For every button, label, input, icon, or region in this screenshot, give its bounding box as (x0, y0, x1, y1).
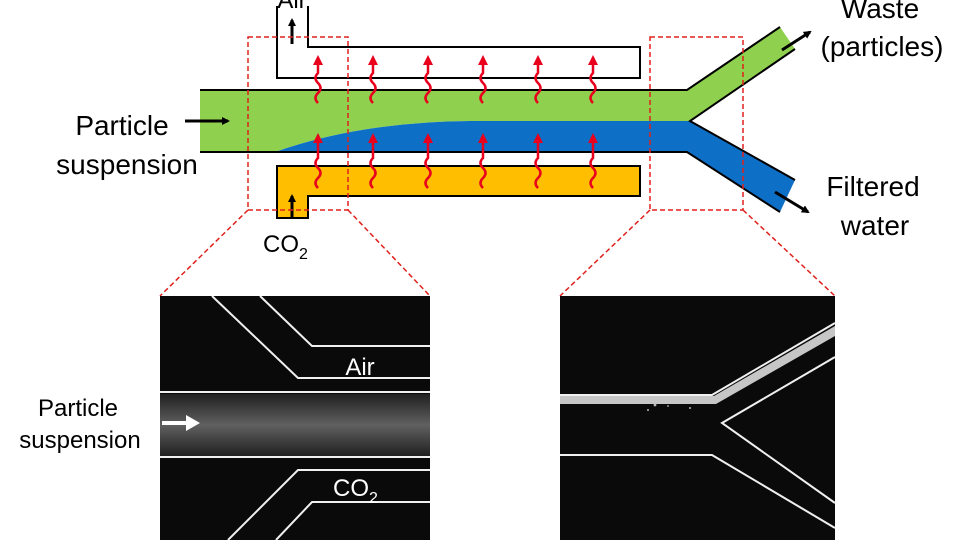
zoom-box-outlet (649, 36, 744, 211)
inset-particle-label-line1: Particle (38, 395, 118, 422)
main-channel-suspension (200, 27, 795, 152)
co2-channel (276, 165, 641, 219)
wavy-arrow-icon (368, 55, 378, 104)
wavy-arrow-icon (533, 55, 543, 104)
filtered-label-line2: water (840, 210, 909, 241)
diffusion-arrows (313, 55, 598, 189)
wavy-arrow-icon (478, 133, 488, 189)
particle-stream-glow (560, 326, 835, 404)
main-channel-outline (200, 26, 796, 213)
waste-label-line1: Waste (841, 0, 919, 24)
wavy-arrow-icon (478, 55, 488, 104)
wavy-arrow-icon (533, 133, 543, 189)
wavy-arrow-icon (588, 133, 598, 189)
arrow-icon (781, 30, 812, 52)
inset-particle-label-line2: suspension (19, 427, 140, 454)
flow-arrows (185, 18, 812, 218)
water-stream (275, 121, 795, 212)
wavy-arrow-icon (313, 55, 323, 104)
particle-label-line1: Particle (75, 110, 168, 141)
wavy-arrow-icon (368, 133, 378, 189)
arrow-head (186, 415, 200, 431)
co2-label: CO2 (263, 231, 308, 263)
wavy-arrow-icon (313, 133, 323, 189)
arrow-icon (774, 190, 810, 214)
air-label: Air (277, 0, 306, 14)
wavy-arrow-icon (423, 133, 433, 189)
inset-air-label: Air (345, 354, 374, 381)
inset-co2-label: CO2 (333, 475, 378, 507)
air-channel (276, 6, 641, 79)
zoom-connectors (159, 209, 836, 297)
wavy-arrow-icon (588, 55, 598, 104)
particle-label-line2: suspension (56, 149, 198, 180)
micrograph-outlet (560, 296, 836, 540)
zoom-box-inlet (247, 36, 349, 211)
device-schematic: Air Waste (particles) Particle suspensio… (56, 0, 944, 297)
suspension-stream-glow (160, 394, 430, 456)
micrograph-inlet: Air CO2 (160, 295, 430, 540)
wavy-arrow-icon (423, 55, 433, 104)
waste-label-line2: (particles) (821, 31, 944, 62)
filtered-label-line1: Filtered (826, 171, 919, 202)
